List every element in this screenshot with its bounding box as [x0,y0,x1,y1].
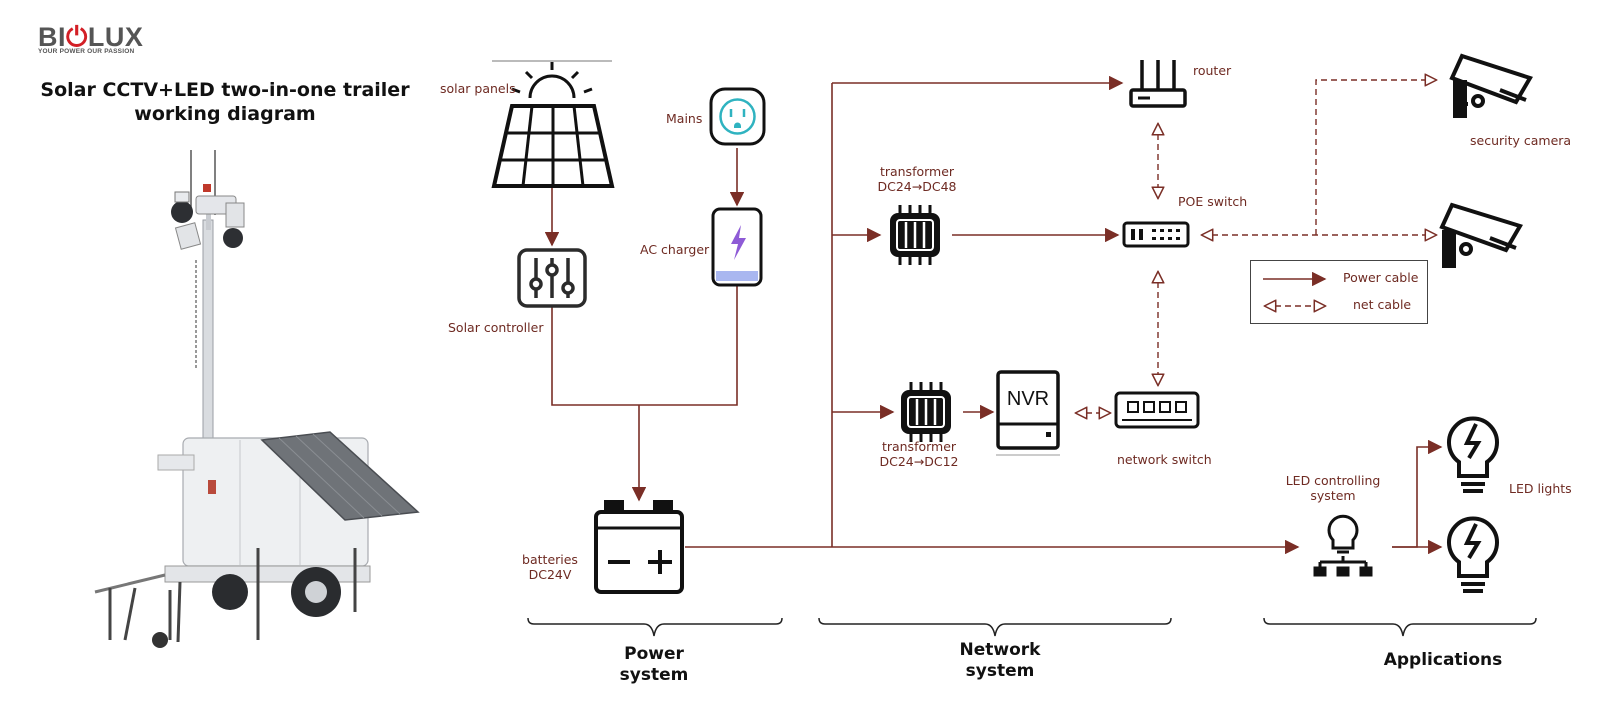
charger-icon [711,207,763,287]
diagram-title: Solar CCTV+LED two-in-one trailer workin… [30,78,420,126]
poe-camera-top-net-cable [1315,80,1436,235]
network-caption-line-1: Network [959,640,1041,660]
transformer-12-icon [901,382,951,442]
network-caption-line-2: system [965,661,1035,681]
net-cables [1076,80,1436,413]
charger-to-battery-cable [639,285,738,406]
transformer-12-label-line-2: DC24→DC12 [879,454,959,469]
controller-sliders-icon [517,248,587,308]
transformer-48-icon [890,205,940,265]
battery-icon [594,500,684,594]
router-label: router [1193,63,1232,78]
power-outlet-icon [709,87,766,146]
batteries-label-line-1: batteries [522,552,578,567]
applications-caption: Applications [1368,650,1518,671]
power-caption-line-1: Power [624,644,684,664]
transformer-48-label: transformer DC24→DC48 [872,164,962,194]
batteries-label-line-2: DC24V [528,567,572,582]
security-camera-top-icon [1449,53,1533,118]
solar-controller-label: Solar controller [448,320,544,335]
light-bulb-top-icon [1447,416,1499,493]
trailer-illustration [94,150,420,648]
led-control-label-line-1: LED controlling [1285,473,1381,488]
brand-logo: BI⏻LUX [38,22,144,52]
mains-label: Mains [666,111,703,126]
power-brace [527,617,783,637]
power-caption-line-2: system [619,665,689,685]
transformer-48-label-line-1: transformer [879,164,955,179]
nvr-icon: NVR [996,370,1060,456]
section-braces [527,617,1537,637]
solar-panels-label: solar panels [440,81,516,96]
batteries-label: batteries DC24V [520,552,580,582]
light-bulb-bottom-icon [1447,516,1499,593]
controller-to-battery-cable [551,305,639,406]
applications-caption-line-1: Applications [1383,650,1503,670]
title-line-2: working diagram [134,103,316,125]
solar-panel-icon [491,60,615,188]
network-brace [818,617,1172,637]
transformer-48-label-line-2: DC24→DC48 [877,179,957,194]
network-system-caption: Network system [945,640,1055,682]
transformer-12-label: transformer DC24→DC12 [874,439,964,469]
applications-brace [1263,617,1537,637]
title-line-1: Solar CCTV+LED two-in-one trailer [40,79,410,101]
security-camera-bottom-icon [1439,202,1523,268]
legend: Power cable net cable [1250,260,1428,324]
security-camera-label: security camera [1470,133,1572,148]
led-lights-label: LED lights [1509,481,1572,496]
switch-icon [1122,221,1190,248]
legend-net-label: net cable [1353,297,1412,312]
led-control-label-line-2: system [1310,488,1356,503]
power-system-caption: Power system [604,644,704,686]
transformer-12-label-line-1: transformer [881,439,957,454]
nvr-text: NVR [1007,388,1049,410]
power-cables [544,75,1443,555]
network-bulb-icon [1313,514,1373,577]
brand-tagline: YOUR POWER OUR PASSION [38,48,135,55]
network-switch-label: network switch [1117,452,1212,467]
ac-charger-label: AC charger [640,242,710,257]
poe-switch-label: POE switch [1178,194,1248,209]
led-control-label: LED controlling system [1283,473,1383,503]
router-icon [1129,60,1187,108]
led-branch-cable [1392,439,1443,548]
legend-power-label: Power cable [1343,270,1419,285]
legend-swatches [1263,271,1327,323]
network-switch-icon [1114,391,1200,429]
